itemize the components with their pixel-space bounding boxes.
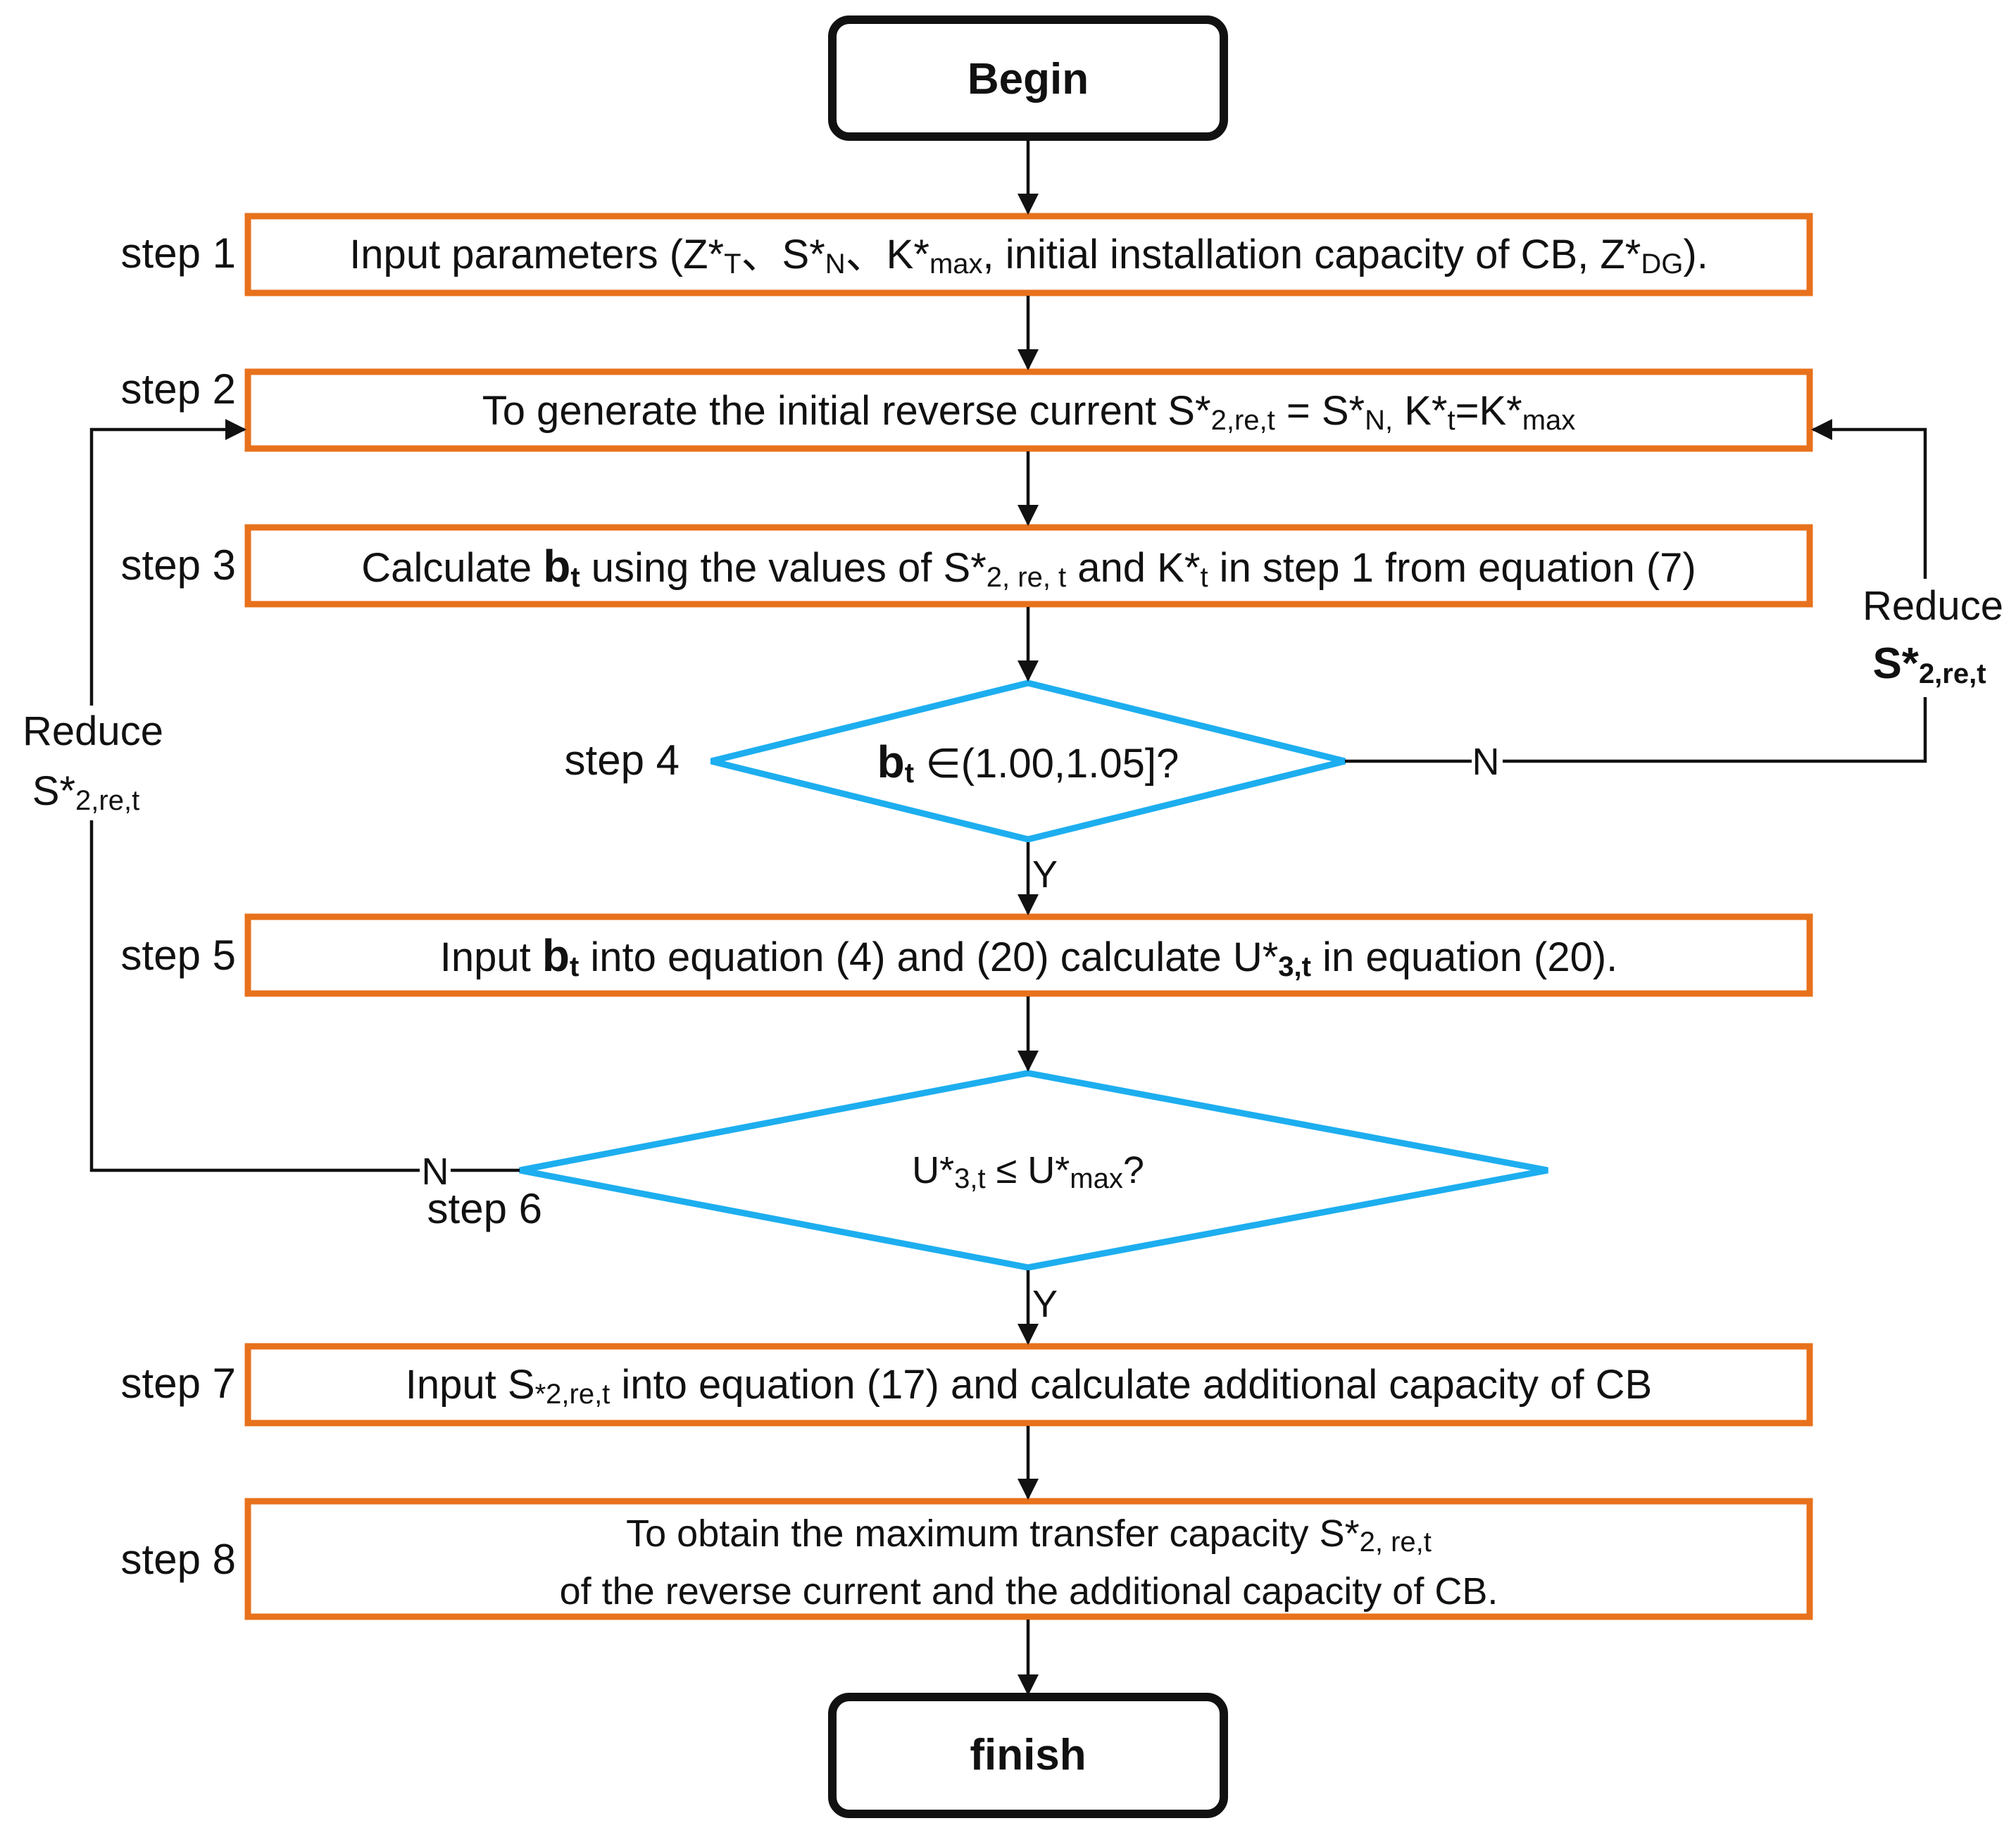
- step-label-3: step 3: [121, 541, 236, 589]
- step-label-2: step 2: [121, 365, 236, 413]
- step2-box: [244, 368, 1813, 452]
- step7-box: [244, 1343, 1813, 1427]
- step-label-1: step 1: [121, 230, 236, 277]
- finish-terminal: [828, 1693, 1228, 1818]
- right-loop-label-line2: S*2,re,t: [1872, 639, 1986, 689]
- step6-decision: [519, 1070, 1548, 1271]
- step6-text: U*3,t ≤ U*max?: [912, 1149, 1144, 1194]
- step4-yes-label: Y: [1032, 853, 1058, 896]
- step6-no-label: N: [422, 1151, 449, 1193]
- step-label-6: step 6: [427, 1185, 542, 1232]
- left-loop-connector: [89, 820, 520, 1172]
- step5-box: [244, 913, 1813, 997]
- left-loop-label-line1: Reduce: [23, 708, 163, 754]
- step3-text: Calculate bt using the values of S*2, re…: [361, 541, 1696, 593]
- step2-text: To generate the initial reverse current …: [482, 388, 1576, 436]
- right-loop-connector-upper: [1811, 419, 1927, 579]
- right-loop-connector: [1345, 697, 1927, 763]
- step4-decision: [710, 679, 1346, 843]
- step-label-4: step 4: [565, 737, 680, 784]
- step3-box: [244, 524, 1813, 608]
- finish-label: finish: [970, 1731, 1086, 1779]
- right-loop-label-line1: Reduce: [1862, 583, 2003, 629]
- step4-text: bt ∈(1.00,1.05]?: [877, 737, 1179, 789]
- step-label-5: step 5: [121, 932, 236, 979]
- step4-no-label: N: [1472, 741, 1500, 783]
- step1-text: Input parameters (Z*T、S*N、K*max, initial…: [349, 232, 1708, 280]
- left-loop-connector-upper: [89, 419, 246, 706]
- step8-box: [244, 1498, 1813, 1620]
- begin-label: Begin: [968, 55, 1089, 104]
- step7-text: Input S*2,re,t into equation (17) and ca…: [406, 1362, 1652, 1410]
- step1-box: [244, 213, 1813, 296]
- step8-text-line2: of the reverse current and the additiona…: [560, 1570, 1498, 1612]
- step6-yes-label: Y: [1032, 1283, 1058, 1325]
- step-label-7: step 7: [121, 1360, 236, 1407]
- step8-text-line1: To obtain the maximum transfer capacity …: [626, 1513, 1432, 1558]
- step-label-8: step 8: [121, 1536, 236, 1583]
- left-loop-label-line2: S*2,re,t: [32, 768, 139, 816]
- step5-text: Input bt into equation (4) and (20) calc…: [440, 930, 1618, 982]
- begin-terminal: [828, 15, 1228, 141]
